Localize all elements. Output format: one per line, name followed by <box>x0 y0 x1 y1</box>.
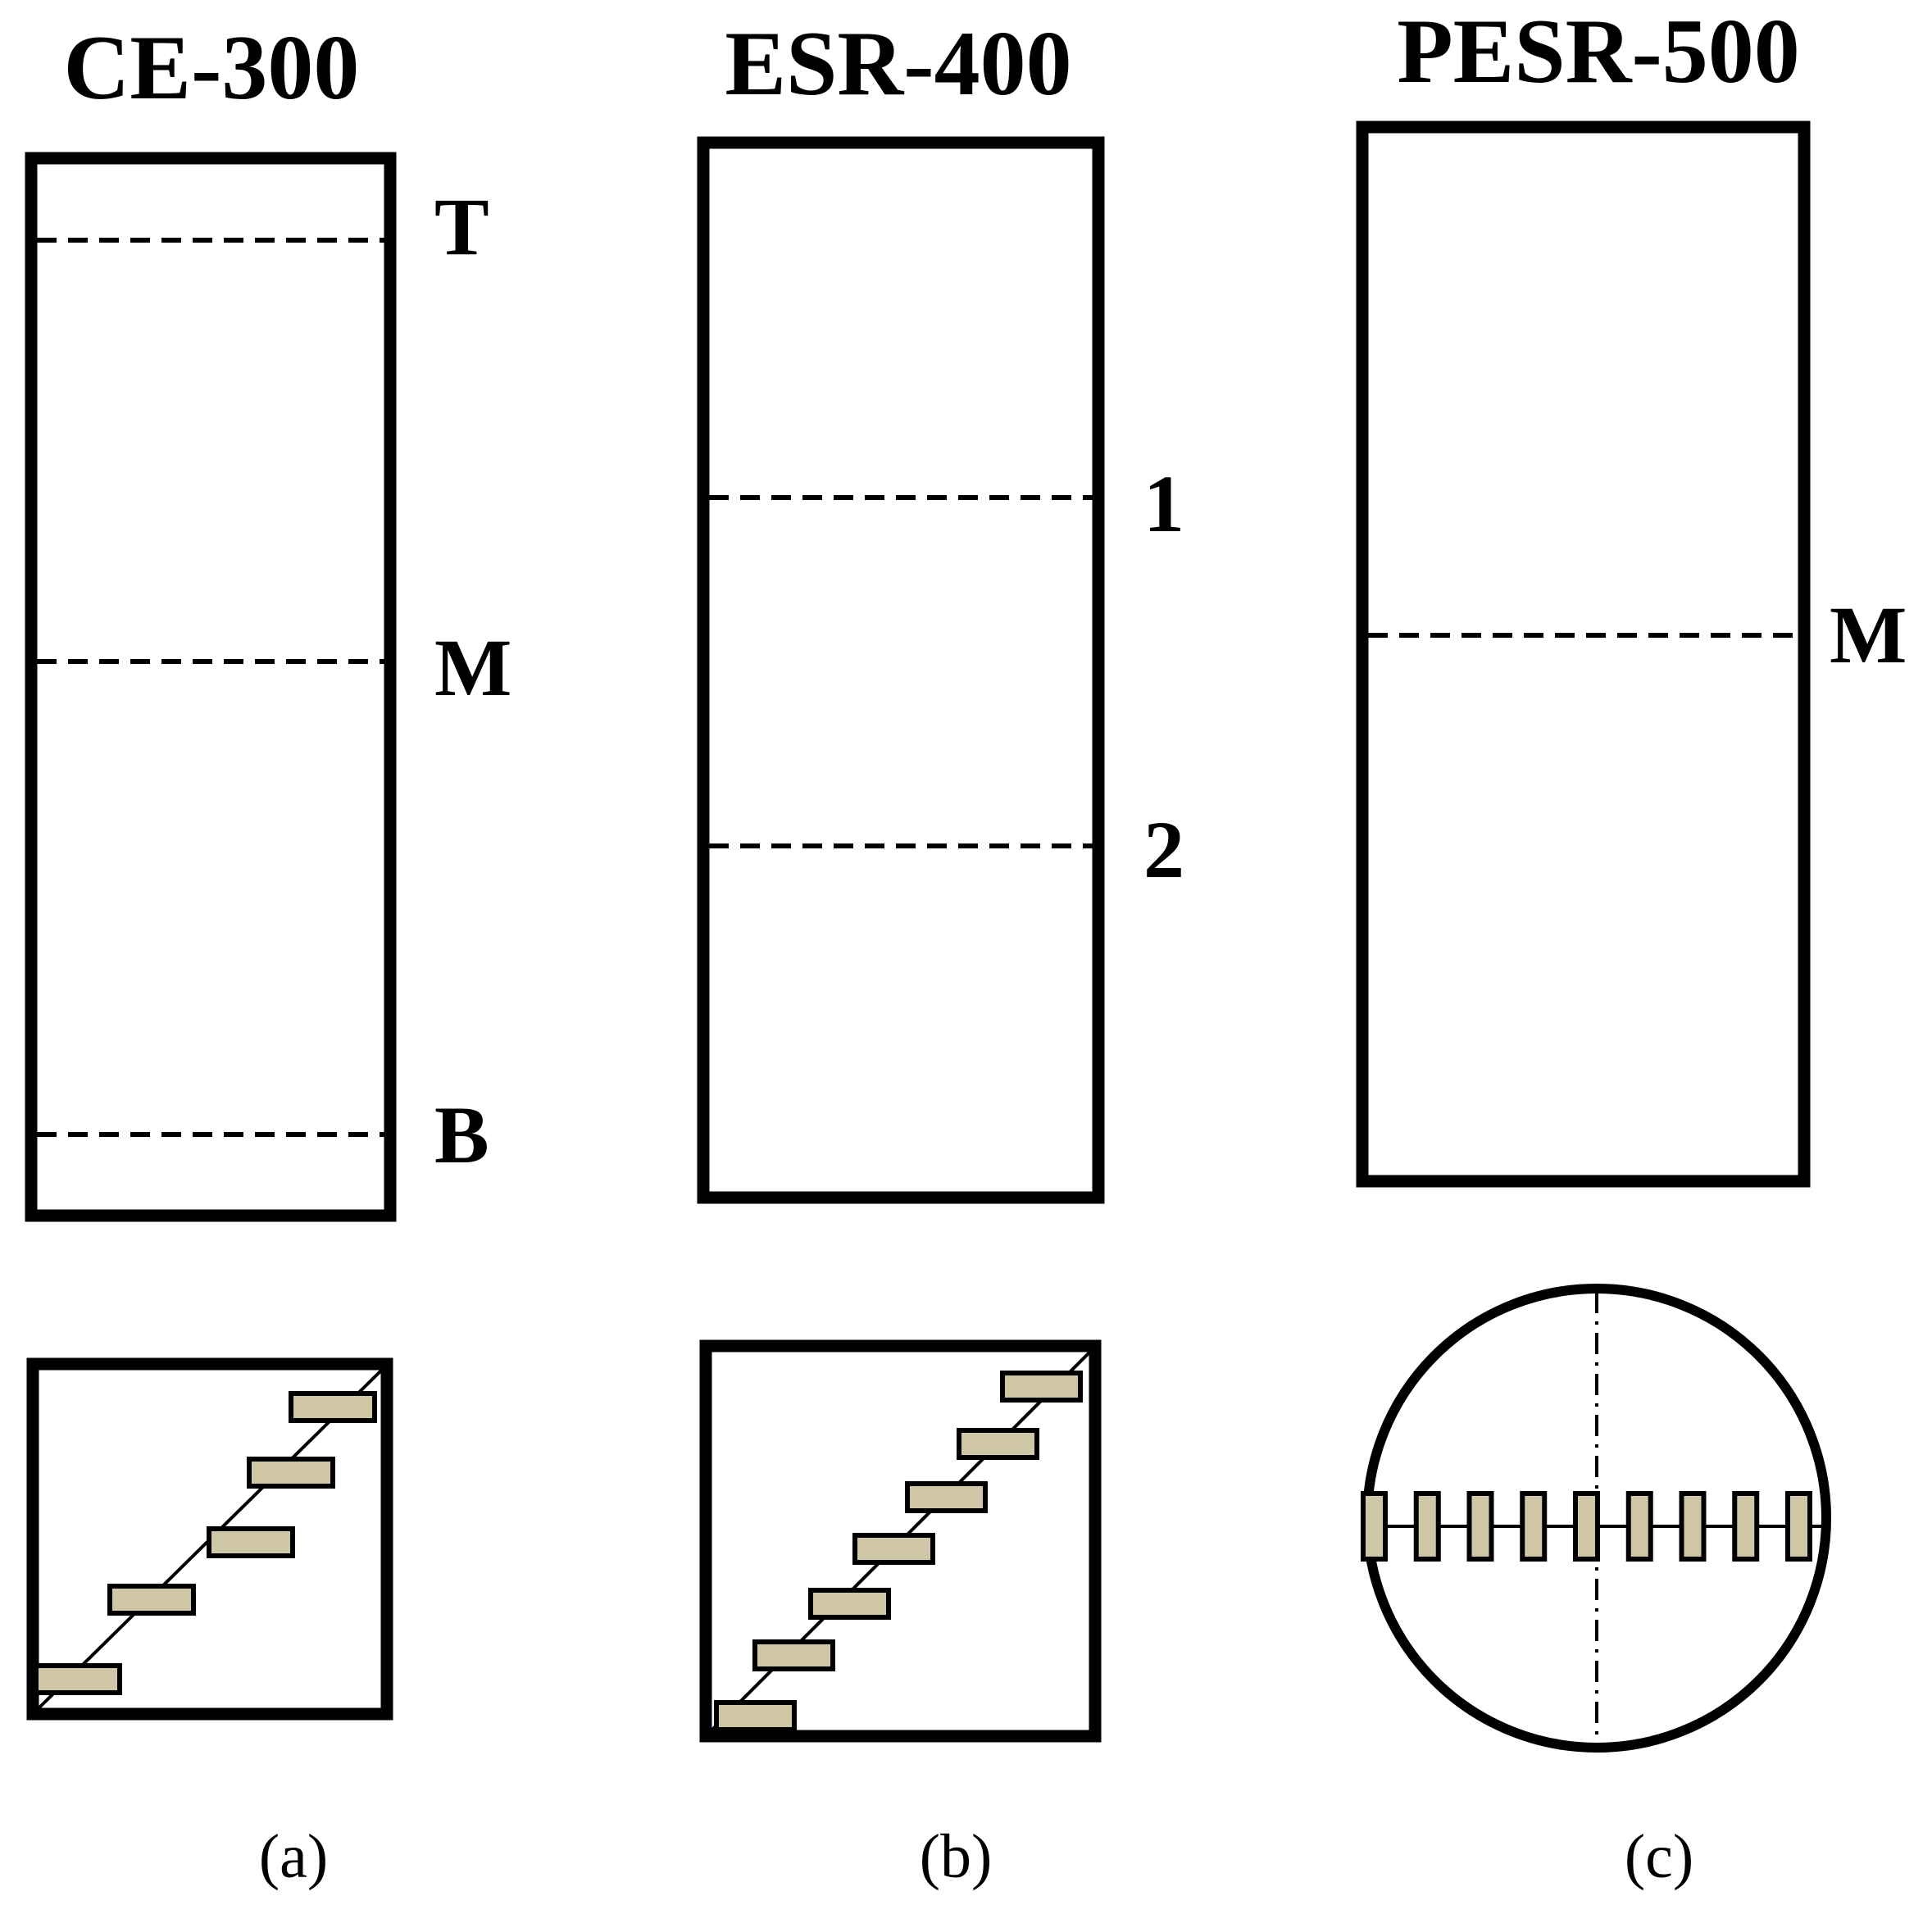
panel-b-plan-outline <box>699 1339 1102 1743</box>
panel-b-ingot-outline <box>697 136 1105 1204</box>
panel-a-specimen-4 <box>247 1457 335 1489</box>
panel-a: CE-300 T M B (a) <box>25 17 511 1891</box>
panel-c-specimen-5 <box>1573 1491 1600 1562</box>
panel-b: ESR-400 1 2 (b) <box>697 13 1184 1891</box>
panel-a-caption: (a) <box>259 1822 328 1891</box>
panel-b-caption: (b) <box>920 1822 993 1891</box>
panel-b-specimen-2 <box>752 1639 835 1671</box>
panel-c-title: PESR-500 <box>1397 1 1800 102</box>
panel-c-ingot-outline <box>1356 120 1811 1188</box>
panel-b-label-2: 2 <box>1143 804 1184 895</box>
panel-a-label-bottom: B <box>434 1089 489 1180</box>
panel-a-specimens <box>34 1391 377 1695</box>
panel-a-plan-outline <box>26 1357 393 1721</box>
panel-a-specimen-3 <box>207 1526 295 1558</box>
panel-c-specimens <box>1361 1491 1812 1562</box>
panel-c-specimen-3 <box>1466 1491 1494 1562</box>
panel-b-specimens <box>714 1371 1083 1732</box>
panel-a-specimen-5 <box>289 1391 377 1423</box>
panel-b-specimen-6 <box>957 1428 1039 1460</box>
panel-b-specimen-7 <box>1000 1371 1083 1403</box>
panel-b-title: ESR-400 <box>725 13 1071 115</box>
panel-c-label-middle: M <box>1830 589 1907 680</box>
panel-b-specimen-1 <box>714 1700 797 1732</box>
panel-c-specimen-6 <box>1625 1491 1653 1562</box>
panel-c-specimen-2 <box>1413 1491 1441 1562</box>
panel-b-label-1: 1 <box>1143 458 1184 549</box>
panel-b-specimen-5 <box>905 1481 988 1513</box>
panel-a-label-middle: M <box>434 622 511 713</box>
panel-a-ingot-outline <box>25 152 397 1222</box>
panel-a-specimen-2 <box>107 1584 196 1616</box>
panel-c-caption: (c) <box>1625 1822 1693 1891</box>
panel-b-specimen-3 <box>808 1588 891 1620</box>
panel-a-label-top: T <box>434 181 489 272</box>
panel-c-specimen-4 <box>1520 1491 1548 1562</box>
panel-c-specimen-9 <box>1785 1491 1812 1562</box>
panel-c-specimen-7 <box>1679 1491 1707 1562</box>
panel-c-specimen-8 <box>1732 1491 1760 1562</box>
panel-c: PESR-500 M (c) <box>1356 1 1907 1891</box>
panel-b-specimen-4 <box>852 1533 935 1565</box>
panel-a-specimen-1 <box>34 1663 122 1695</box>
panel-a-title: CE-300 <box>64 17 360 119</box>
panel-c-specimen-1 <box>1361 1491 1388 1562</box>
